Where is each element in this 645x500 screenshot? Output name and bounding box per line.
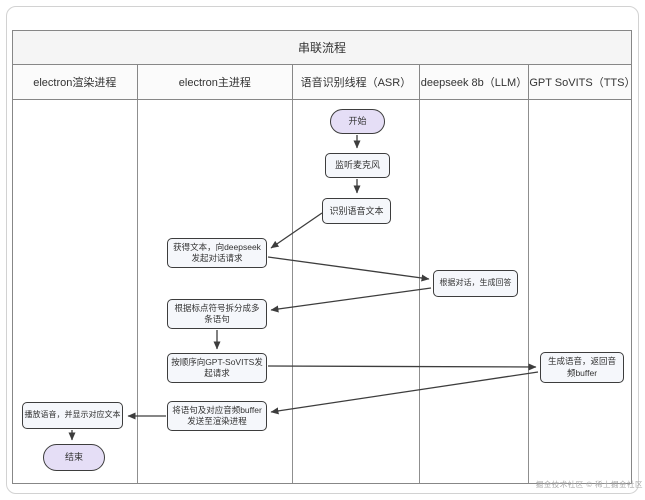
lane-col-llm	[420, 100, 530, 483]
lane-header-llm: deepseek 8b（LLM）	[420, 65, 530, 99]
watermark: 掘金技术社区 © 稀土掘金社区	[535, 480, 643, 489]
lane-col-renderer	[13, 100, 138, 483]
node-listen-mic: 监听麦克风	[325, 153, 390, 178]
lane-header-row: electron渲染进程 electron主进程 语音识别线程（ASR） dee…	[13, 65, 636, 100]
node-end: 结束	[43, 444, 105, 471]
lane-header-asr: 语音识别线程（ASR）	[293, 65, 420, 99]
node-play-audio: 播放语音，并显示对应文本	[22, 402, 123, 429]
lane-col-asr	[293, 100, 420, 483]
lane-header-tts: GPT SoVITS（TTS）	[529, 77, 636, 89]
lane-header-renderer: electron渲染进程	[13, 65, 138, 99]
node-start: 开始	[330, 109, 385, 134]
lane-col-main	[138, 100, 294, 483]
node-recognize-text: 识别语音文本	[322, 198, 391, 224]
node-send-to-renderer: 将语句及对应音频buffer发送至渲染进程	[167, 401, 267, 431]
node-generate-audio: 生成语音，返回音频buffer	[540, 352, 624, 383]
node-request-deepseek: 获得文本，向deepseek发起对话请求	[167, 238, 267, 268]
node-split-sentences: 根据标点符号拆分成多条语句	[167, 299, 267, 329]
node-generate-answer: 根据对话，生成回答	[433, 270, 518, 297]
lane-body	[13, 100, 631, 483]
page-frame	[6, 6, 639, 494]
lane-header-main: electron主进程	[138, 65, 294, 99]
node-request-sovits: 按顺序向GPT-SoVITS发起请求	[167, 353, 267, 383]
diagram-title: 串联流程	[13, 31, 631, 65]
